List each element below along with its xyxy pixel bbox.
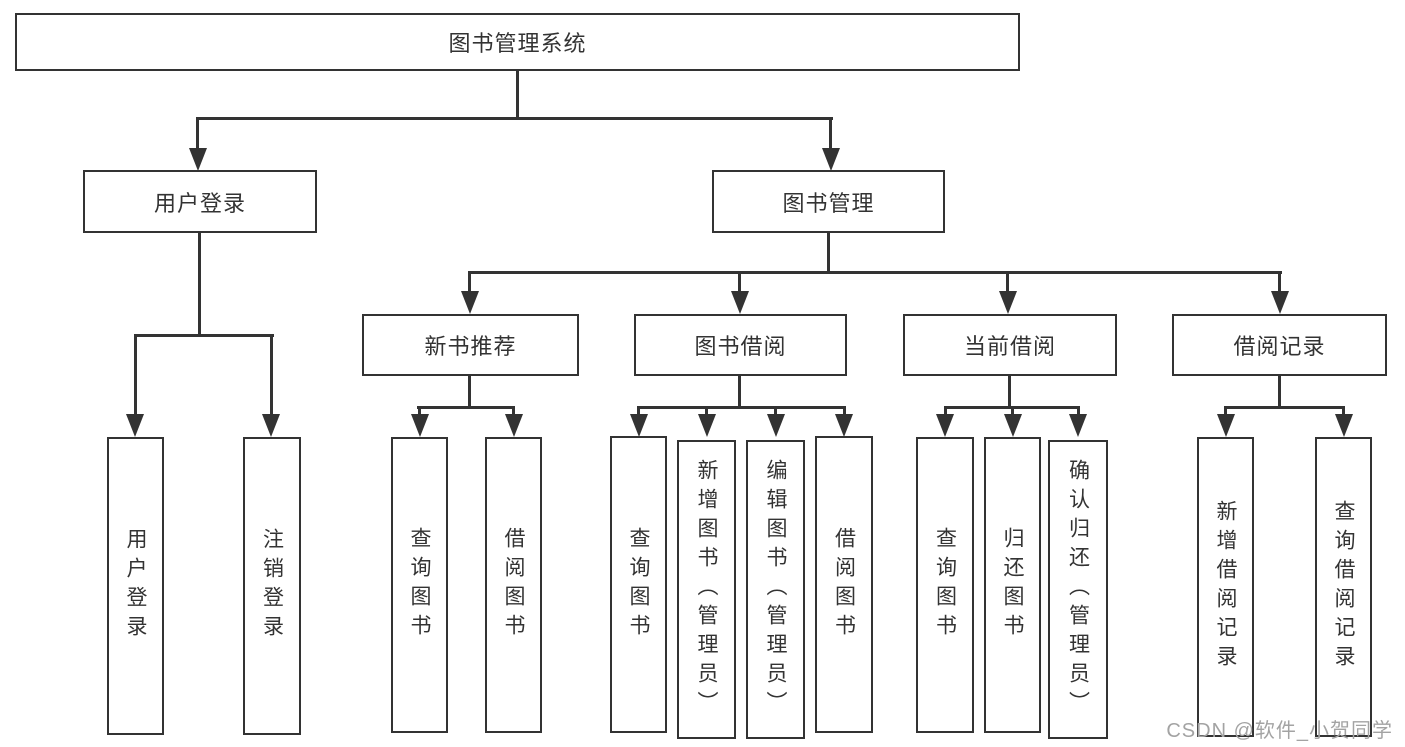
connector-line (637, 406, 640, 416)
connector-line (418, 406, 421, 416)
arrow-down-icon (1335, 414, 1353, 437)
arrow-down-icon (1217, 414, 1235, 437)
connector-line (1077, 406, 1080, 416)
connector-line (1224, 406, 1345, 409)
connector-line (829, 117, 832, 150)
connector-line (1008, 375, 1011, 408)
node-library-management-system: 图书管理系统 (15, 13, 1020, 71)
node-recommend-borrow-books: 借阅图书 (485, 437, 542, 733)
connector-line (468, 375, 471, 408)
node-records-add-borrow-record: 新增借阅记录 (1197, 437, 1254, 737)
connector-line (944, 406, 947, 416)
connector-line (637, 406, 846, 409)
watermark: CSDN @软件_小贺同学 (1166, 720, 1393, 742)
connector-line (738, 375, 741, 408)
node-user-login: 用户登录 (83, 170, 317, 233)
connector-line (1011, 406, 1014, 416)
node-recommend-query-books: 查询图书 (391, 437, 448, 733)
connector-line (198, 232, 201, 336)
arrow-down-icon (461, 291, 479, 314)
node-borrowing-query-books: 查询图书 (610, 436, 667, 733)
arrow-down-icon (1069, 414, 1087, 437)
connector-line (843, 406, 846, 416)
connector-line (468, 271, 471, 293)
connector-line (738, 271, 741, 293)
connector-line (134, 334, 137, 416)
arrow-down-icon (1004, 414, 1022, 437)
connector-line (196, 117, 833, 120)
node-borrowing-borrow-books: 借阅图书 (815, 436, 873, 733)
arrow-down-icon (936, 414, 954, 437)
arrow-down-icon (1271, 291, 1289, 314)
arrow-down-icon (630, 414, 648, 437)
arrow-down-icon (189, 148, 207, 171)
node-logout-login: 注销登录 (243, 437, 301, 735)
arrow-down-icon (822, 148, 840, 171)
node-current-return-books: 归还图书 (984, 437, 1041, 733)
node-borrowing-edit-books-admin: 编辑图书（管理员） (746, 440, 805, 739)
arrow-down-icon (767, 414, 785, 437)
arrow-down-icon (126, 414, 144, 437)
connector-line (1342, 406, 1345, 416)
node-current-confirm-return-admin: 确认归还（管理员） (1048, 440, 1108, 739)
arrow-down-icon (411, 414, 429, 437)
connector-line (270, 334, 273, 416)
arrow-down-icon (731, 291, 749, 314)
connector-line (705, 406, 708, 416)
arrow-down-icon (505, 414, 523, 437)
node-current-borrowing: 当前借阅 (903, 314, 1117, 376)
connector-line (1278, 375, 1281, 408)
connector-line (1224, 406, 1227, 416)
arrow-down-icon (262, 414, 280, 437)
node-book-borrowing: 图书借阅 (634, 314, 847, 376)
node-borrowing-add-books-admin: 新增图书（管理员） (677, 440, 736, 739)
arrow-down-icon (999, 291, 1017, 314)
connector-line (512, 406, 515, 416)
node-book-management: 图书管理 (712, 170, 945, 233)
connector-line (417, 406, 515, 409)
connector-line (1006, 271, 1009, 293)
connector-line (516, 70, 519, 119)
node-borrowing-records: 借阅记录 (1172, 314, 1387, 376)
connector-line (1278, 271, 1281, 293)
node-records-query-borrow-record: 查询借阅记录 (1315, 437, 1372, 737)
arrow-down-icon (835, 414, 853, 437)
connector-line (134, 334, 274, 337)
connector-line (468, 271, 1282, 274)
node-new-book-recommend: 新书推荐 (362, 314, 579, 376)
connector-line (827, 232, 830, 273)
connector-line (774, 406, 777, 416)
node-user-login-leaf: 用户登录 (107, 437, 164, 735)
connector-line (196, 117, 199, 150)
arrow-down-icon (698, 414, 716, 437)
node-current-query-books: 查询图书 (916, 437, 974, 733)
